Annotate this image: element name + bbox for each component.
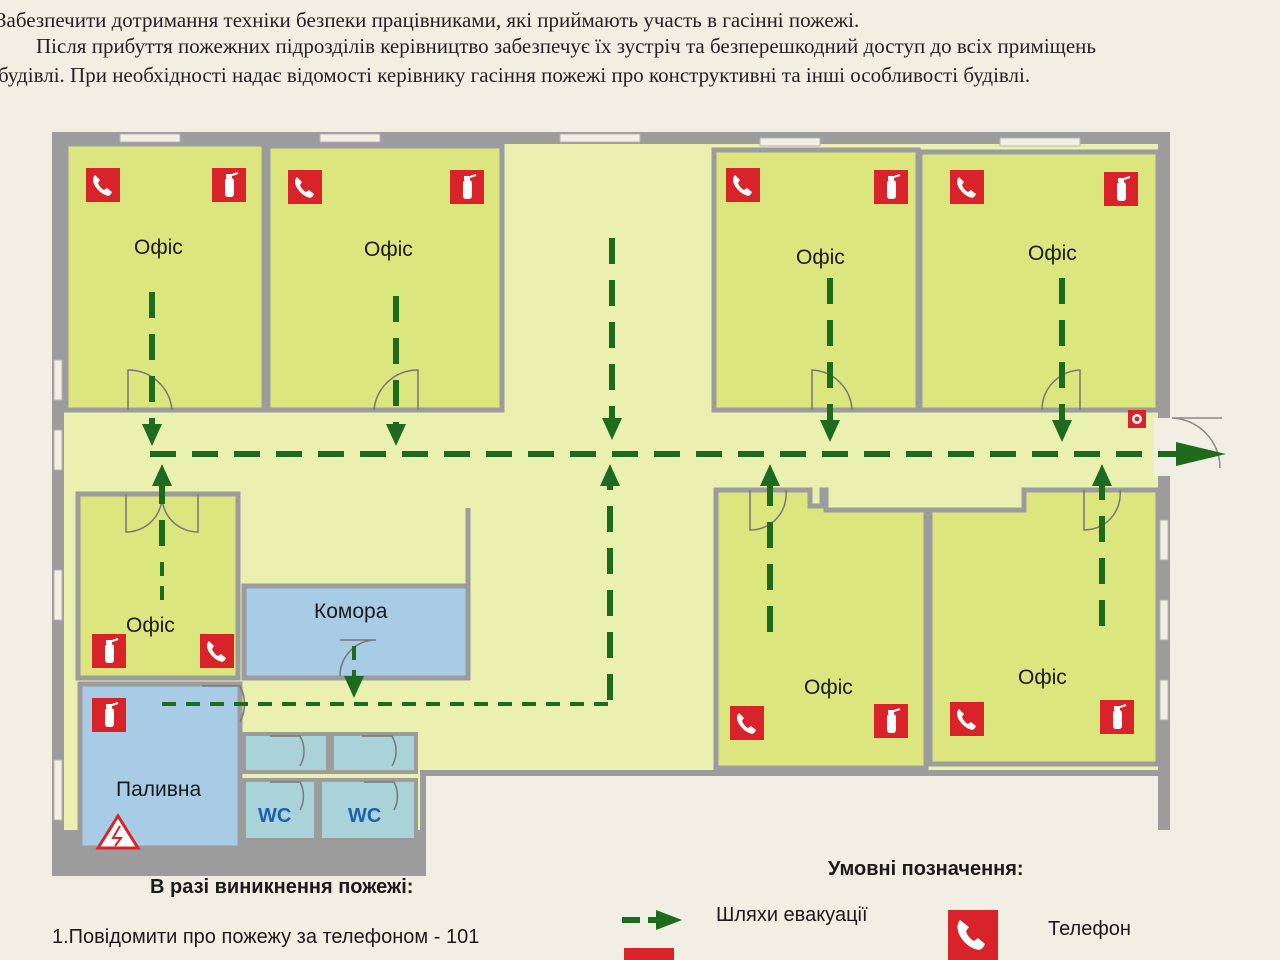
instruction-line-1: Забезпечити дотримання техніки безпеки п… [0,8,860,32]
legend-title: Умовні позначення: [828,858,1024,880]
room-label: Офіс [804,676,853,699]
exit-arrow-icon [1176,442,1226,466]
phone-icon [950,702,984,736]
room-label: Паливна [116,778,202,801]
room-label: Офіс [796,246,845,269]
fire-instructions-item-1: 1.Повідомити про пожежу за телефоном - 1… [52,926,480,948]
wc-label: WC [348,805,381,827]
legend-extinguisher-icon [624,948,674,960]
evacuation-routes [149,238,1180,700]
instruction-line-3: будівлі. При необхідності надає відомост… [0,63,1031,87]
fire-instructions-title: В разі виникнення пожежі: [150,876,414,898]
wc-label: WC [258,805,291,827]
fire-extinguisher-icon [1103,171,1139,207]
legend-phone-icon [948,910,998,960]
storage-room [241,583,471,681]
phone-icon [86,168,120,202]
legend-phone-label: Телефон [1048,918,1131,940]
room-label: Офіс [1018,666,1067,689]
legend-evacuation-label: Шляхи евакуації [716,904,868,926]
phone-icon [200,634,234,668]
phone-icon [288,170,322,204]
fire-extinguisher-icon [1099,699,1135,735]
legend-route-icon [622,910,682,930]
fire-extinguisher-icon [91,697,127,733]
phone-icon [730,706,764,740]
phone-icon [950,170,984,204]
room-label: Офіс [134,236,183,259]
wc-room-1 [242,778,318,842]
room-label: Комора [314,600,388,623]
exit-door [1171,417,1222,469]
room-label: Офіс [126,614,175,637]
office-room-br1 [713,487,929,771]
fire-extinguisher-icon [91,633,127,669]
phone-icon [726,168,760,202]
instruction-line-2: Після прибуття пожежних підрозділів кері… [36,34,1096,58]
fire-extinguisher-icon [873,169,909,205]
fire-extinguisher-icon [873,703,909,739]
fire-alarm-icon [1128,410,1146,428]
high-voltage-icon [95,813,141,850]
fire-extinguisher-icon [449,169,485,205]
room-label: Офіс [1028,242,1077,265]
fire-extinguisher-icon [211,167,247,203]
room-label: Офіс [364,238,413,261]
wc-room-2 [318,778,418,842]
